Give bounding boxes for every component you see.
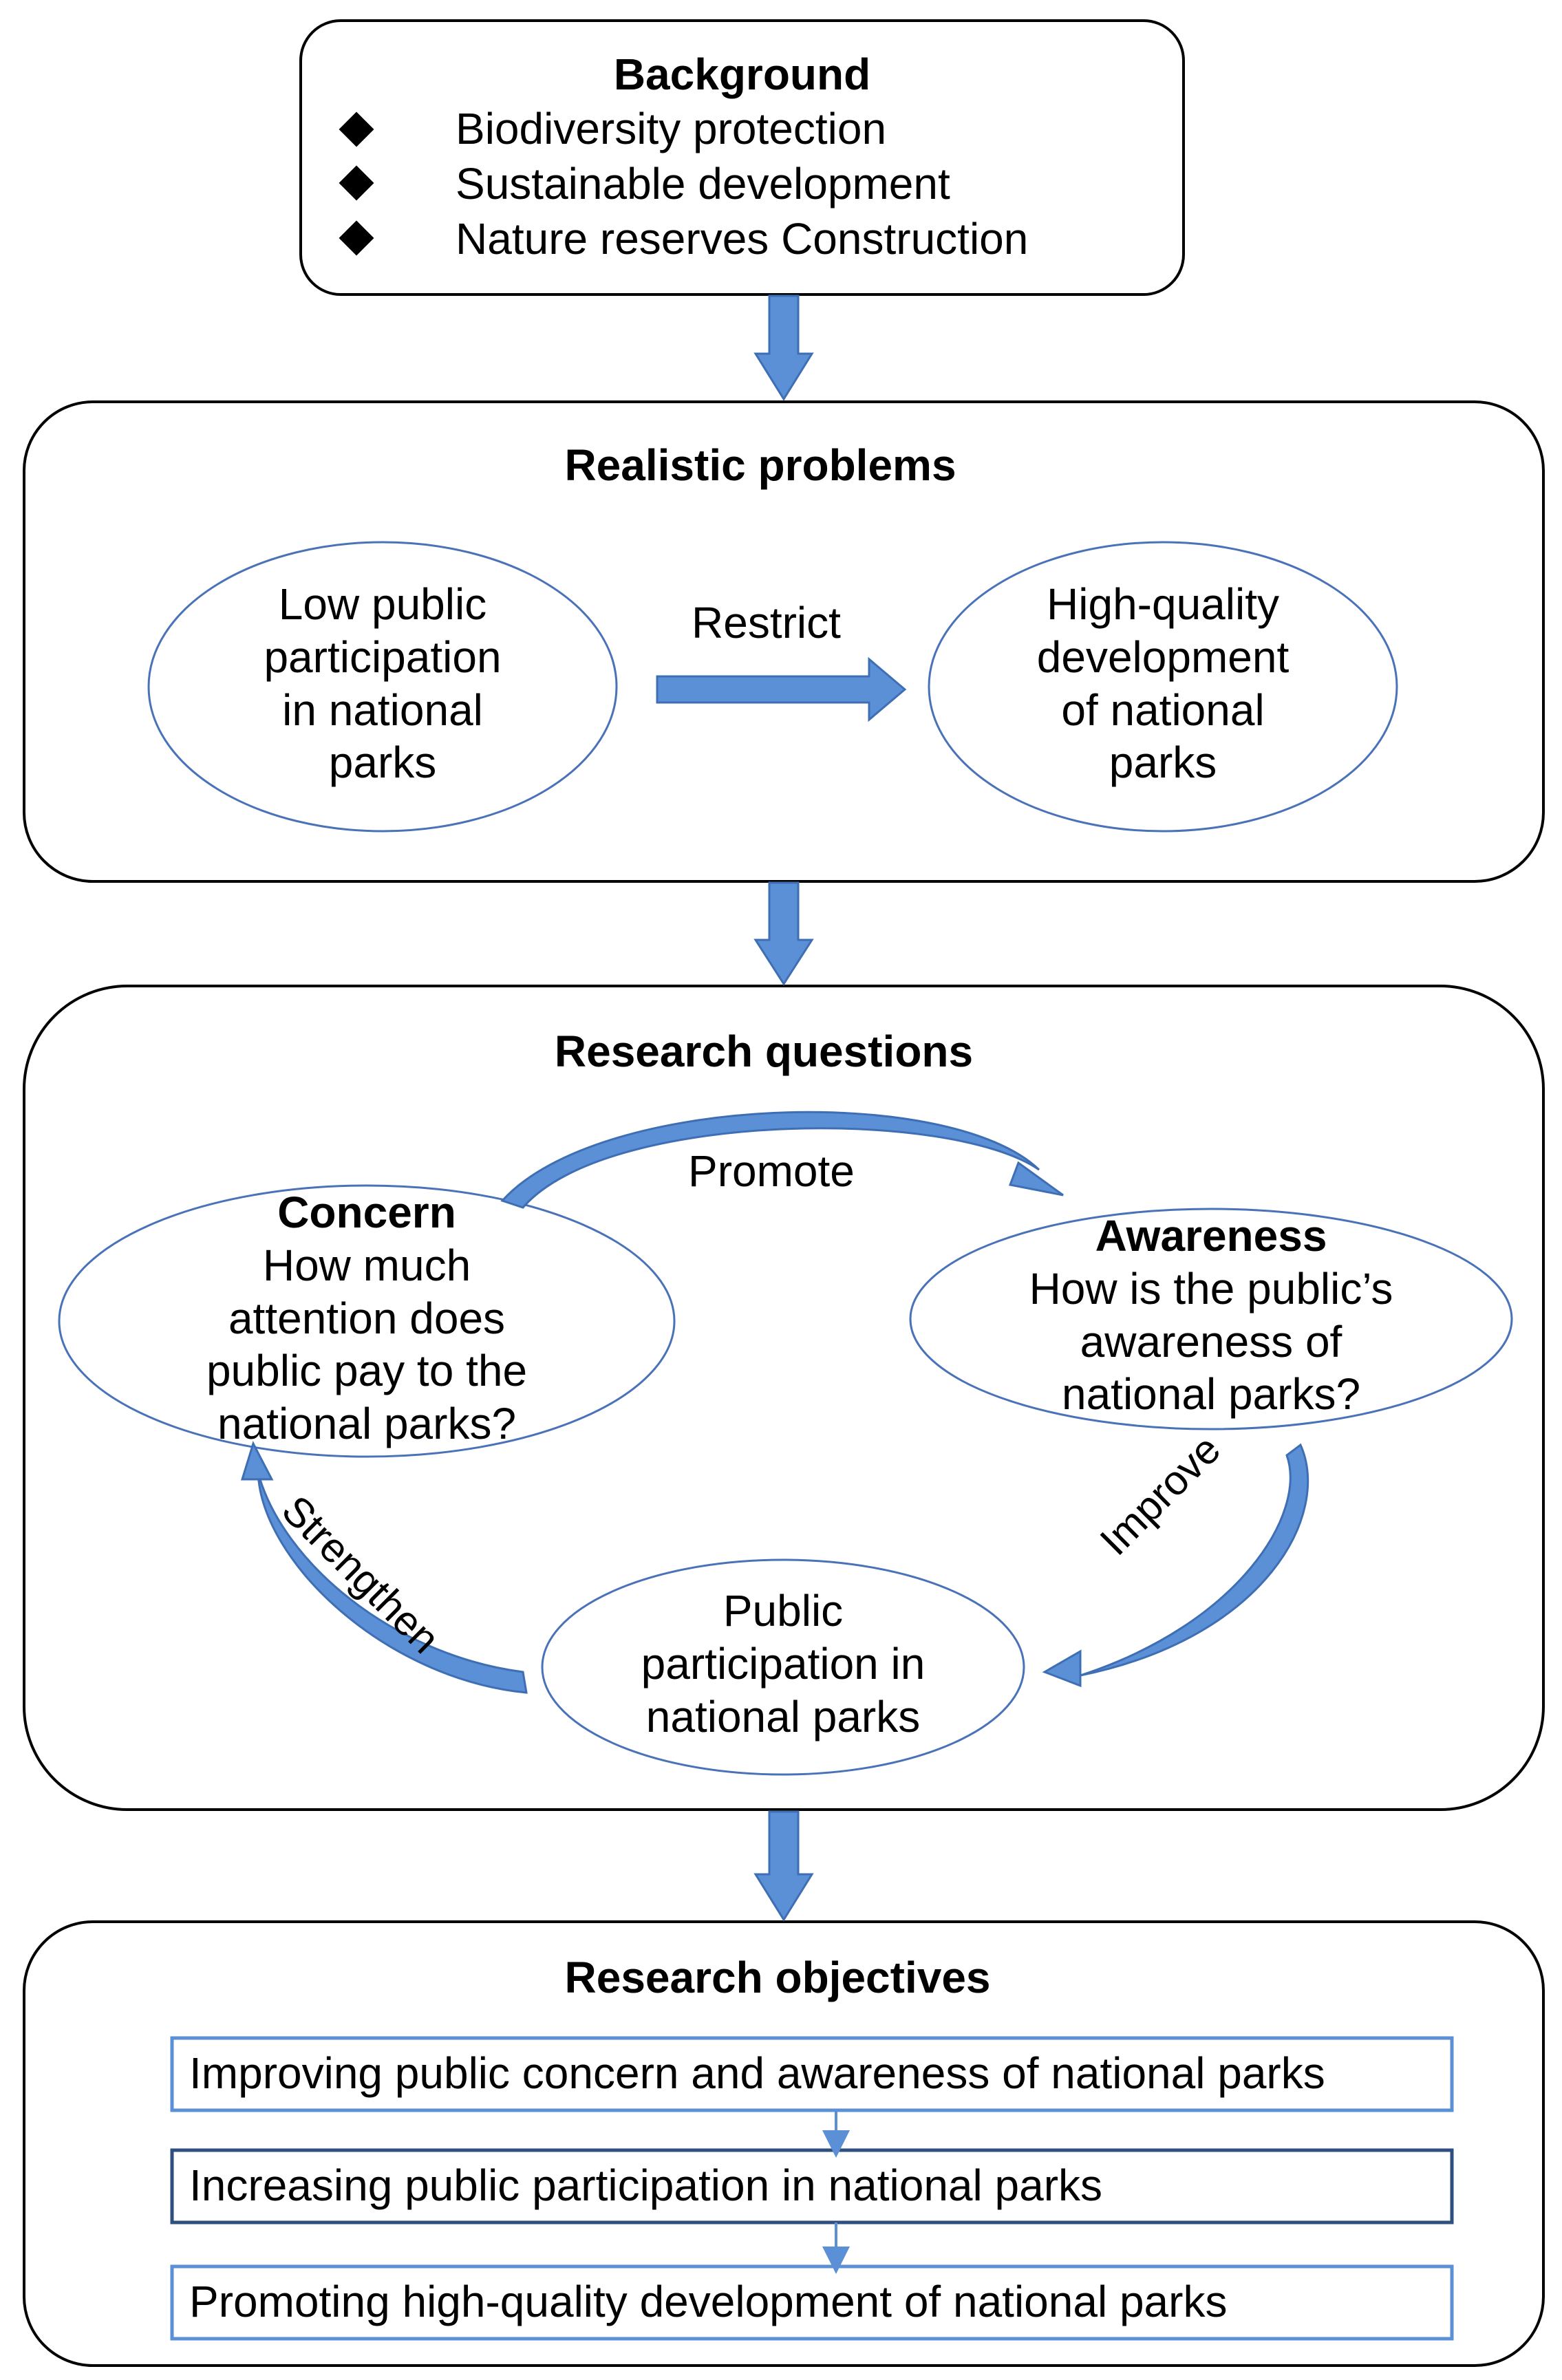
ellipse-line: national parks [645,1691,921,1741]
objectives-box [23,1920,1545,2367]
questions-title: Research questions [554,1027,974,1076]
participation-text: Public participation in national parks [577,1585,989,1743]
concern-ellipse [58,1184,676,1458]
ellipse-line: national parks? [217,1399,517,1449]
low-participation-ellipse [147,541,618,833]
ellipse-line: High-quality [1047,579,1279,629]
high-quality-ellipse [928,541,1398,833]
objective-box-3 [170,2264,1454,2341]
high-quality-text: High-quality development of national par… [956,578,1369,789]
ellipse-line: public pay to the [206,1346,528,1396]
objective-item: Improving public concern and awareness o… [189,2048,1325,2098]
ellipse-line: Low public [278,579,487,629]
concern-text: Concern How much attention does public p… [126,1186,608,1450]
restrict-arrow [656,656,907,722]
ellipse-line: of national [1061,685,1265,735]
concern-title: Concern [277,1188,456,1237]
ellipse-line: awareness of [1080,1316,1342,1366]
ellipse-line: parks [328,738,437,788]
down-arrow-1 [753,294,814,401]
awareness-title: Awareness [1095,1211,1327,1261]
background-title: Background [613,50,871,99]
down-arrow-2 [753,881,814,986]
objective-item: Increasing public participation in natio… [189,2161,1102,2210]
restrict-label: Restrict [692,598,841,647]
background-item: Biodiversity protection [456,104,887,153]
background-box [299,19,1185,296]
problems-title: Realistic problems [564,440,956,490]
objective-item: Promoting high-quality development of na… [189,2277,1228,2326]
participation-ellipse [541,1558,1025,1776]
promote-label: Promote [688,1146,855,1196]
objective-box-2 [170,2148,1454,2224]
ellipse-line: national parks? [1061,1369,1361,1419]
ellipse-line: How is the public’s [1029,1263,1393,1314]
ellipse-line: How much [262,1240,471,1290]
ellipse-line: parks [1109,738,1217,788]
background-item: Nature reserves Construction [456,214,1029,264]
objective-box-1 [170,2036,1454,2112]
background-item: Sustainable development [456,159,950,208]
down-arrow-3 [753,1810,814,1922]
ellipse-line: in national [282,685,483,735]
ellipse-line: development [1036,632,1290,682]
ellipse-line: participation in [641,1638,926,1688]
strengthen-arrow [240,1441,528,1694]
improve-arrow [1042,1443,1309,1688]
ellipse-line: participation [264,632,502,682]
low-participation-text: Low public participation in national par… [176,578,589,789]
objectives-title: Research objectives [564,1953,991,2002]
awareness-text: Awareness How is the public’s awareness … [970,1210,1452,1421]
ellipse-line: attention does [228,1293,506,1343]
promote-arrow [500,1111,1064,1209]
awareness-ellipse [909,1208,1513,1430]
ellipse-line: Public [723,1586,844,1636]
